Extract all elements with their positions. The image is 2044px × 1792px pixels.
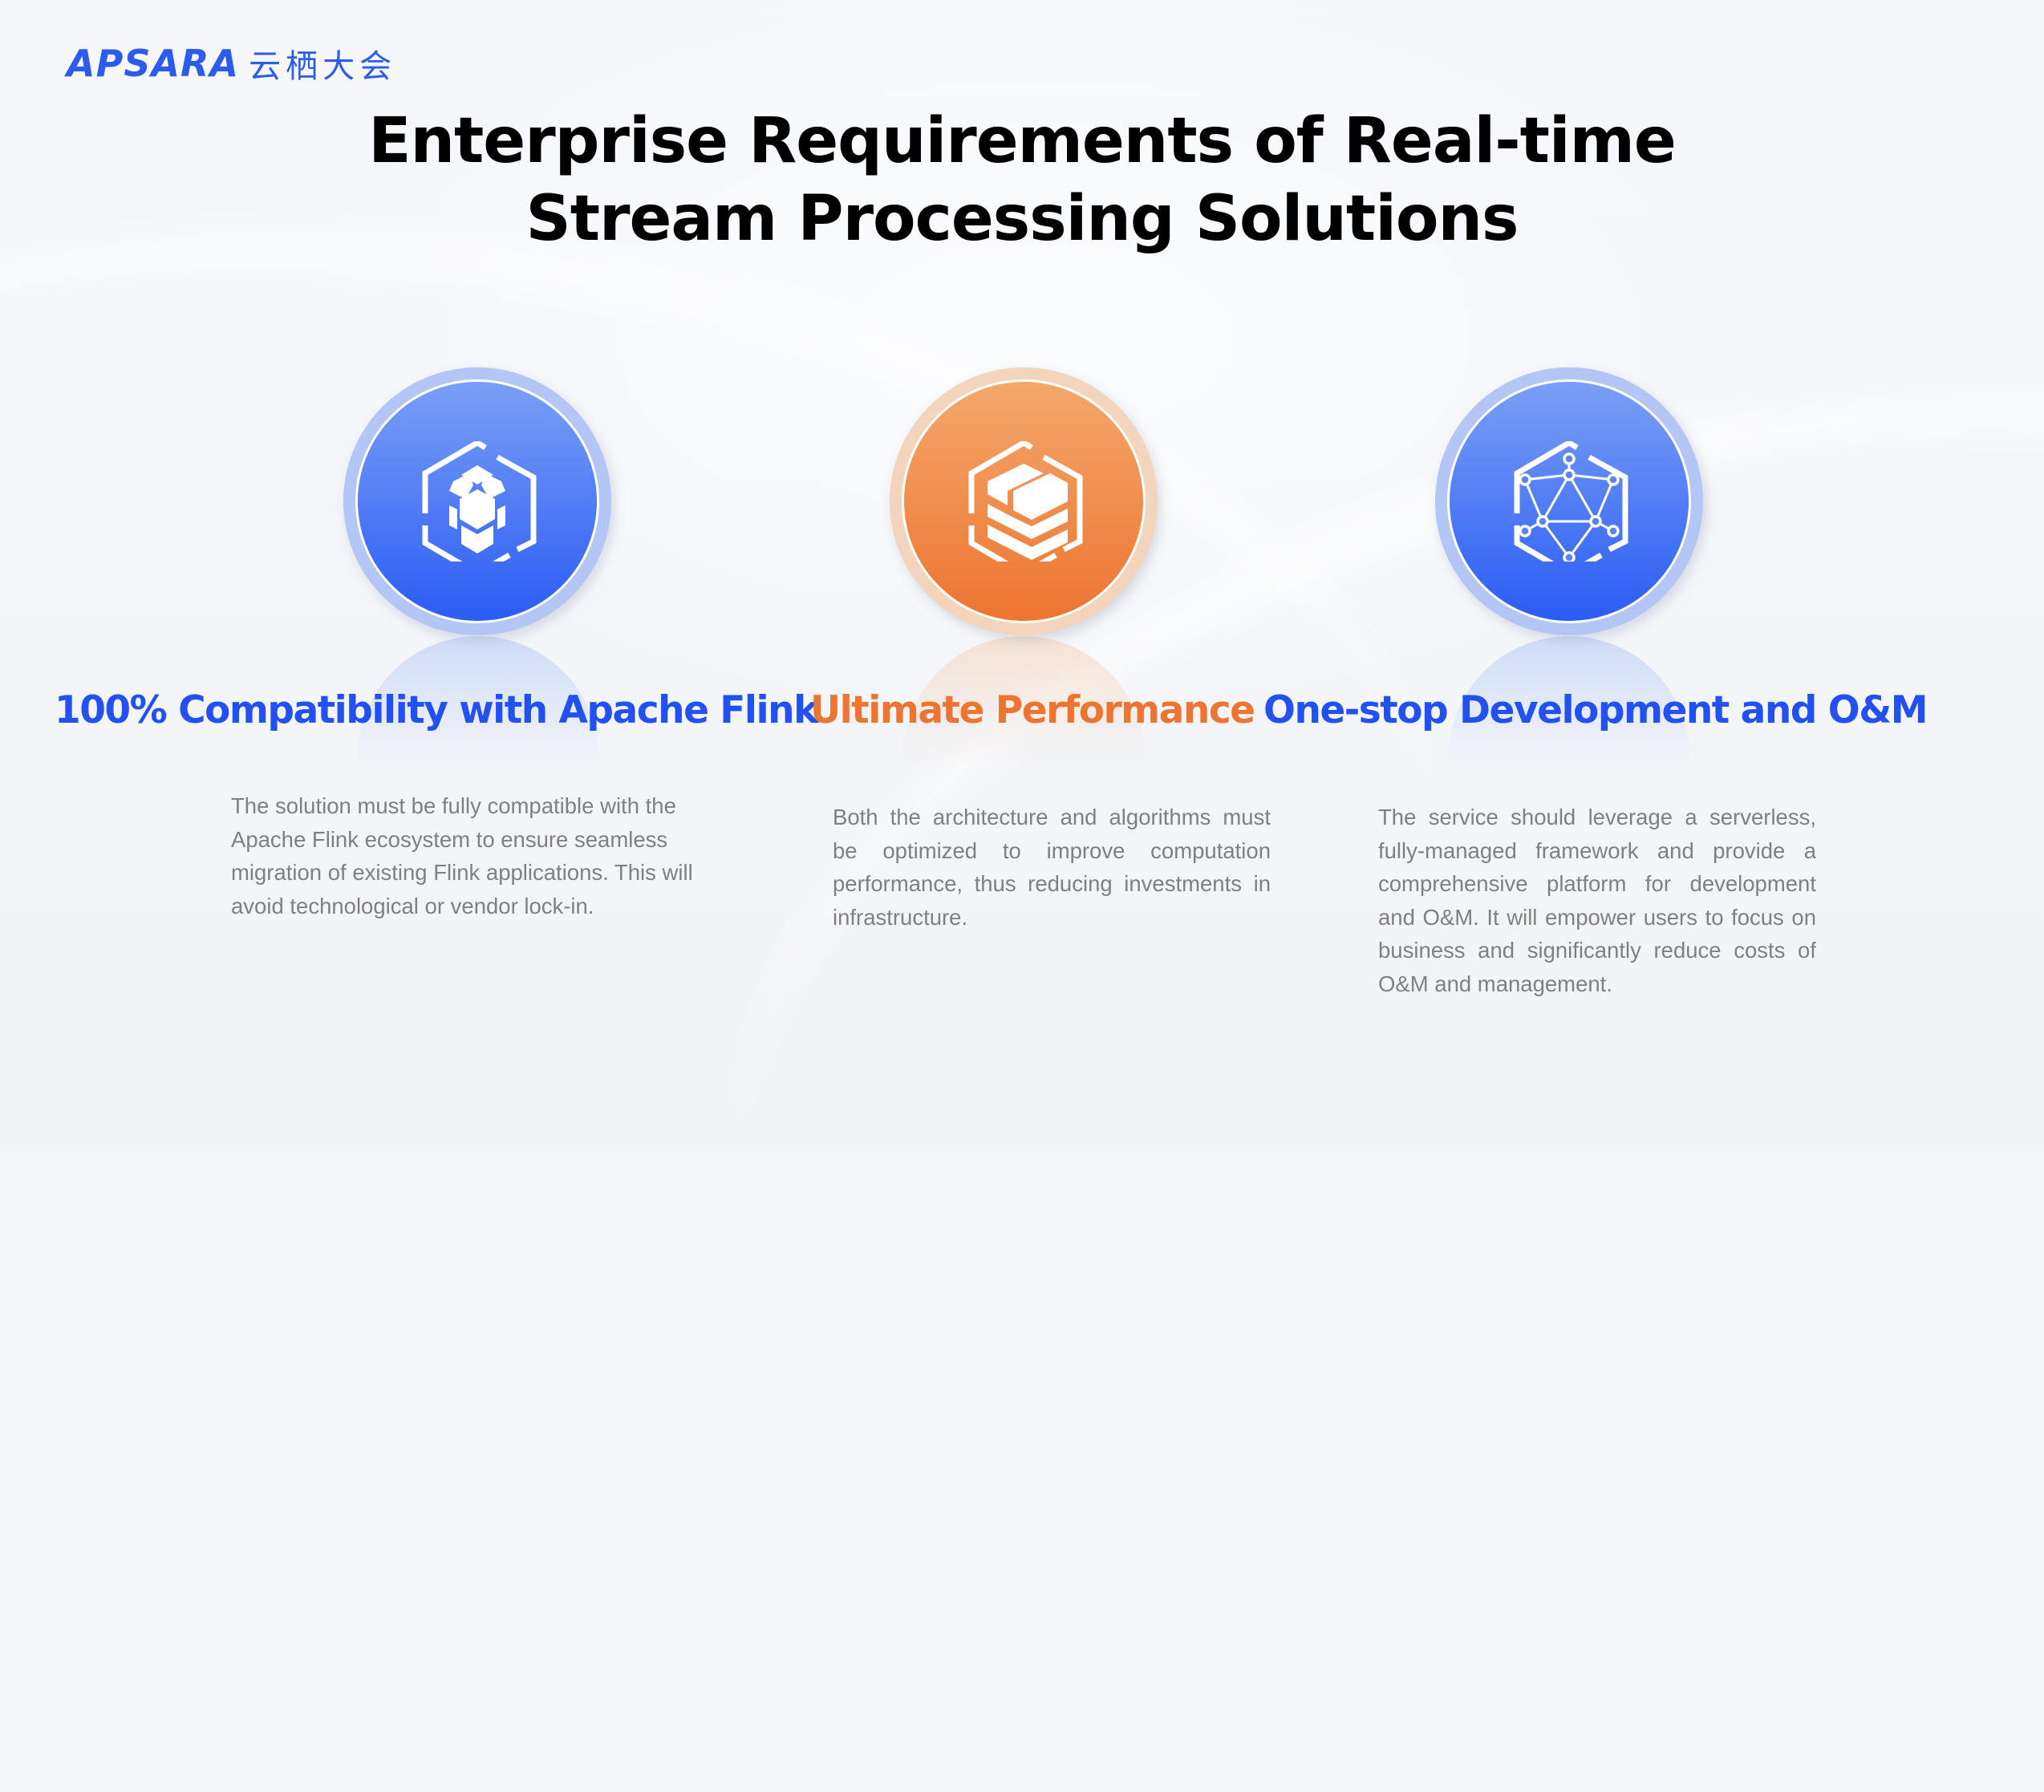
compatibility-badge xyxy=(343,367,611,635)
description-one-stop: The service should leverage a serverless… xyxy=(1378,805,1816,996)
page-title-line-1: Enterprise Requirements of Real-time xyxy=(368,105,1677,177)
network-graph-hexagon-icon xyxy=(1514,441,1628,562)
page-title-line-2: Stream Processing Solutions xyxy=(525,183,1519,255)
one-stop-badge xyxy=(1435,367,1703,635)
heading-performance: Ultimate Performance xyxy=(810,688,1255,732)
performance-badge xyxy=(890,367,1158,635)
description-performance: Both the architecture and algorithms mus… xyxy=(833,805,1271,930)
heading-compatibility: 100% Compatibility with Apache Flink xyxy=(55,688,818,732)
heading-one-stop: One-stop Development and O&M xyxy=(1263,688,1928,732)
page-title: Enterprise Requirements of Real-time Str… xyxy=(0,103,2044,258)
cubes-hexagon-icon xyxy=(422,441,537,562)
stacked-layers-hexagon-icon xyxy=(968,441,1083,562)
logo-brand-en: APSARA xyxy=(67,42,240,85)
description-compatibility: The solution must be fully compatible wi… xyxy=(231,793,693,918)
logo-brand-cn: 云栖大会 xyxy=(249,49,397,84)
apsara-logo: APSARA 云栖大会 xyxy=(67,40,396,87)
